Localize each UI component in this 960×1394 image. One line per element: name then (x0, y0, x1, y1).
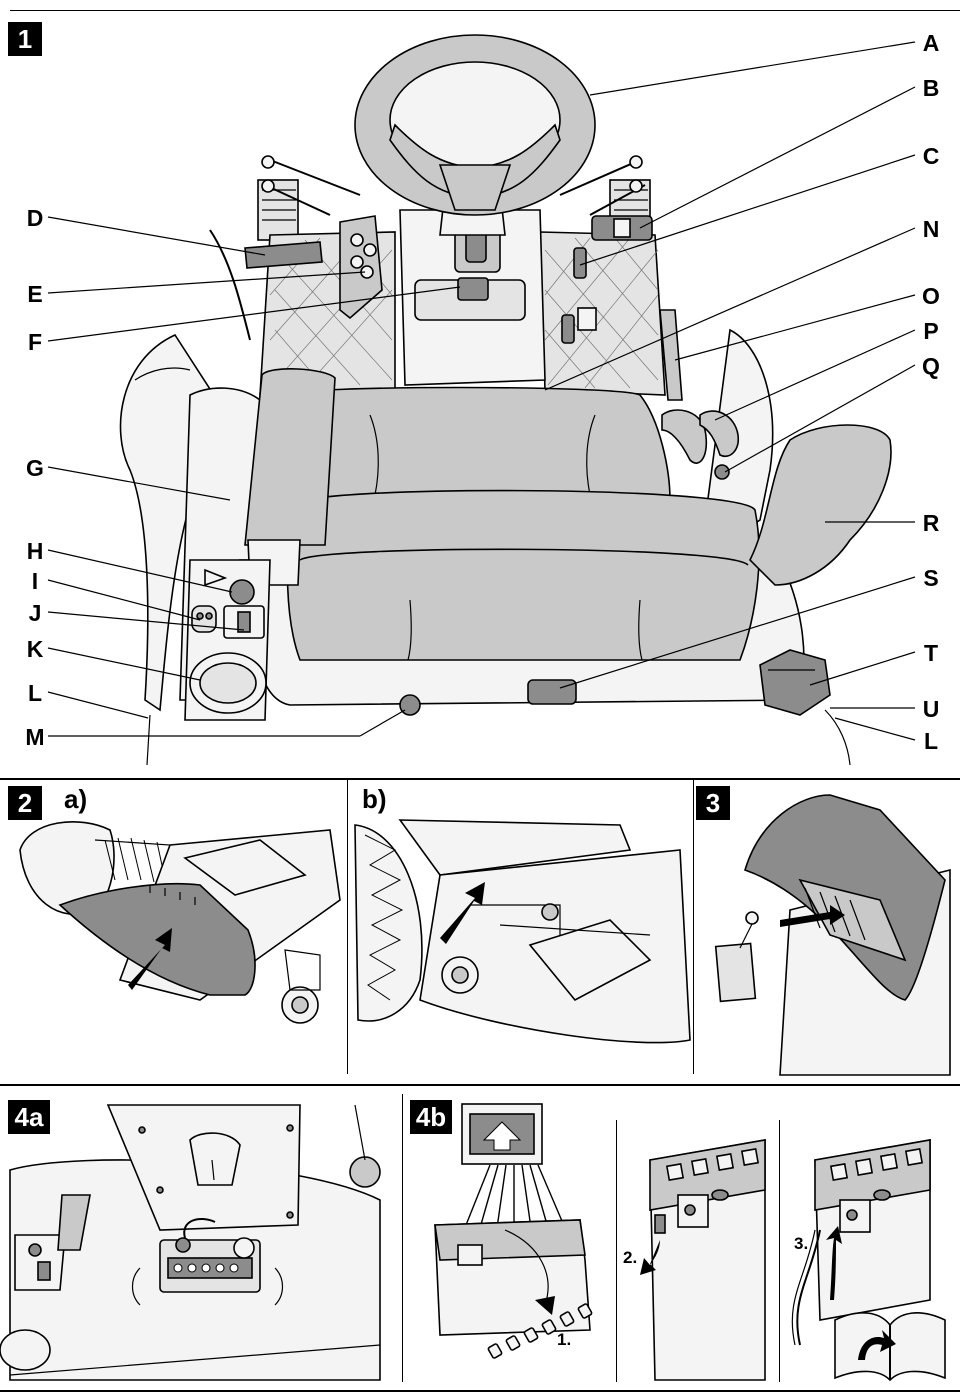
callout-R: R (922, 510, 940, 536)
callout-S: S (923, 565, 939, 591)
callout-G: G (26, 455, 44, 481)
callout-B: B (922, 75, 940, 101)
divider-4a-4b (402, 1094, 403, 1382)
figure-1-badge: 1 (8, 22, 42, 56)
step-2-label: 2. (623, 1248, 638, 1267)
callout-L-right: L (923, 728, 939, 754)
callout-N: N (922, 216, 940, 242)
callout-E: E (27, 281, 43, 307)
figure-2a-label: a) (64, 784, 88, 814)
divider-2a-2b (347, 780, 348, 1074)
figure-2b-drawing (354, 819, 691, 1044)
row-divider-1 (0, 778, 960, 780)
figure-2-badge: 2 (8, 786, 42, 820)
callout-C: C (922, 143, 940, 169)
callout-F: F (27, 329, 43, 355)
figure-4a-drawing (0, 1104, 381, 1381)
callout-H: H (26, 538, 44, 564)
step-1-label: 1. (557, 1330, 572, 1349)
row-divider-2 (0, 1084, 960, 1086)
callout-P: P (923, 318, 939, 344)
figure-2b-label: b) (362, 784, 387, 814)
divider-2b-3 (693, 780, 694, 1074)
figure-4a-badge: 4a (8, 1100, 50, 1134)
step-3-label: 3. (794, 1234, 809, 1253)
callout-U: U (922, 696, 940, 722)
callout-I: I (31, 568, 39, 594)
callout-A: A (922, 30, 940, 56)
figure-3-drawing (714, 794, 951, 1076)
divider-4b-step2 (616, 1120, 617, 1382)
figure-4b-badge: 4b (410, 1100, 452, 1134)
callout-O: O (922, 283, 940, 309)
callout-Q: Q (922, 353, 940, 379)
callout-T: T (923, 640, 939, 666)
callout-D: D (26, 205, 44, 231)
figure-4b-drawing (434, 1103, 946, 1382)
bottom-rule (0, 1390, 960, 1392)
figure-3-badge: 3 (696, 786, 730, 820)
callout-L-left: L (27, 680, 43, 706)
top-rule (10, 10, 960, 11)
figure-2a-drawing (19, 821, 341, 1024)
figure-1-tractor-controls-drawing (47, 34, 916, 766)
callout-M: M (25, 724, 45, 750)
callout-K: K (26, 636, 44, 662)
divider-step2-step3 (779, 1120, 780, 1382)
callout-J: J (28, 600, 42, 626)
